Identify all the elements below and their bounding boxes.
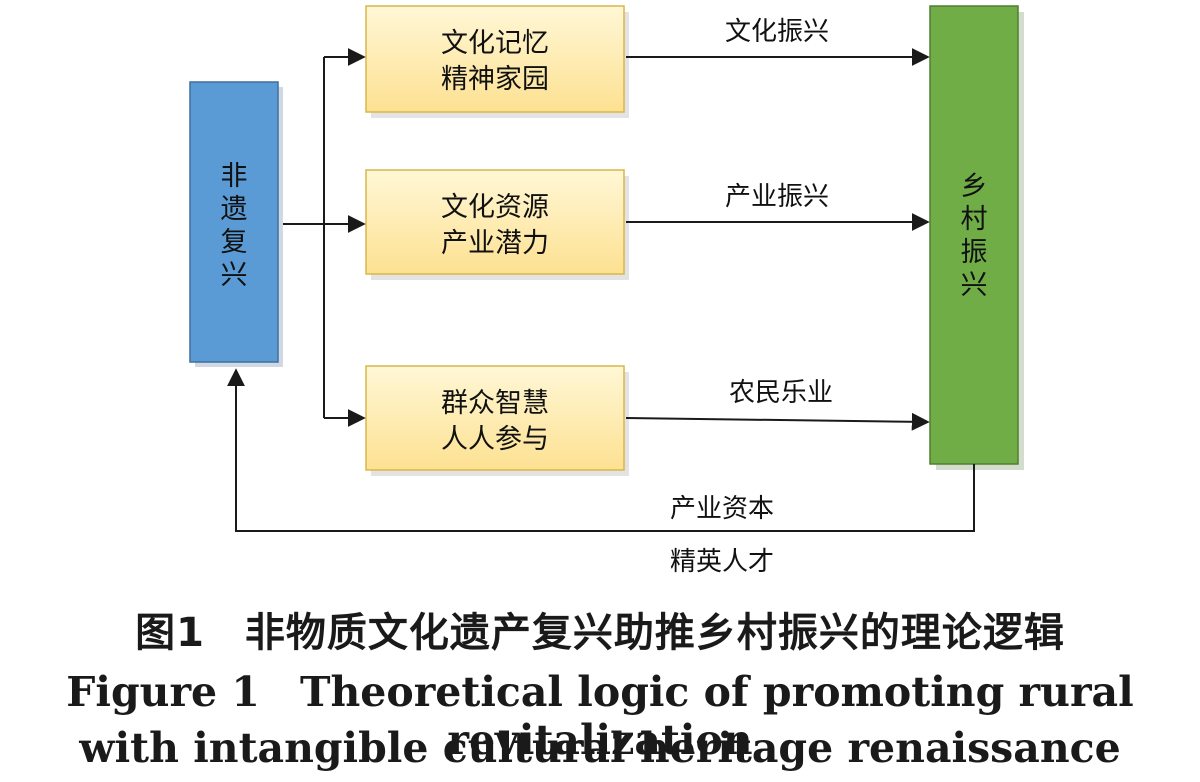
caption-chinese: 图1 非物质文化遗产复兴助推乡村振兴的理论逻辑 [0, 600, 1200, 658]
memory-line-2: 精神家园 [441, 64, 549, 95]
caption-english-line-1: Figure 1 Theoretical logic of promoting r… [0, 668, 1200, 764]
outcome-arrows [625, 48, 930, 431]
label-industry-revival: 产业振兴 [725, 182, 829, 212]
heritage-char-1: 非 [221, 161, 248, 192]
caption-cn-title: 非物质文化遗产复兴助推乡村振兴的理论逻辑 [244, 610, 1065, 656]
label-culture-revival: 文化振兴 [725, 17, 829, 47]
label-feedback-talent: 精英人才 [670, 547, 774, 577]
feedback-loop [227, 368, 975, 532]
node-heritage-revival: 非 遗 复 兴 [189, 81, 283, 367]
caption-en-title-2: with intangible cultural heritage renais… [79, 724, 1121, 772]
label-farmers-happy: 农民乐业 [729, 378, 833, 408]
caption-en-title-1: Theoretical logic of promoting rural rev… [299, 668, 1134, 764]
branch-connectors [283, 48, 366, 427]
node-rural-revitalization: 乡 村 振 兴 [929, 5, 1024, 470]
heritage-char-4: 兴 [221, 260, 248, 291]
arrow-farmers-happy [625, 412, 930, 431]
caption-en-number: Figure 1 [66, 668, 260, 716]
wisdom-line-2: 人人参与 [441, 424, 549, 455]
memory-line-1: 文化记忆 [441, 28, 549, 59]
rural-char-2: 村 [961, 204, 988, 235]
rural-char-1: 乡 [961, 171, 988, 202]
resource-line-2: 产业潜力 [441, 228, 549, 259]
caption-english-line-2: with intangible cultural heritage renais… [0, 724, 1200, 772]
rural-char-4: 兴 [961, 270, 988, 301]
node-public-wisdom: 群众智慧 人人参与 [365, 365, 629, 476]
heritage-char-2: 遗 [221, 194, 248, 225]
resource-line-1: 文化资源 [441, 192, 549, 223]
label-feedback-capital: 产业资本 [670, 494, 774, 524]
node-cultural-resource: 文化资源 产业潜力 [365, 169, 629, 280]
node-cultural-memory: 文化记忆 精神家园 [365, 5, 629, 118]
caption-cn-number: 图1 [135, 610, 205, 656]
logic-diagram: 非 遗 复 兴 乡 村 振 兴 文化记忆 精神家园 文化资源 产业潜力 群众智慧… [189, 5, 1024, 577]
feedback-line [227, 368, 975, 532]
heritage-char-3: 复 [221, 227, 248, 258]
rural-char-3: 振 [961, 237, 988, 268]
wisdom-line-1: 群众智慧 [441, 388, 549, 419]
